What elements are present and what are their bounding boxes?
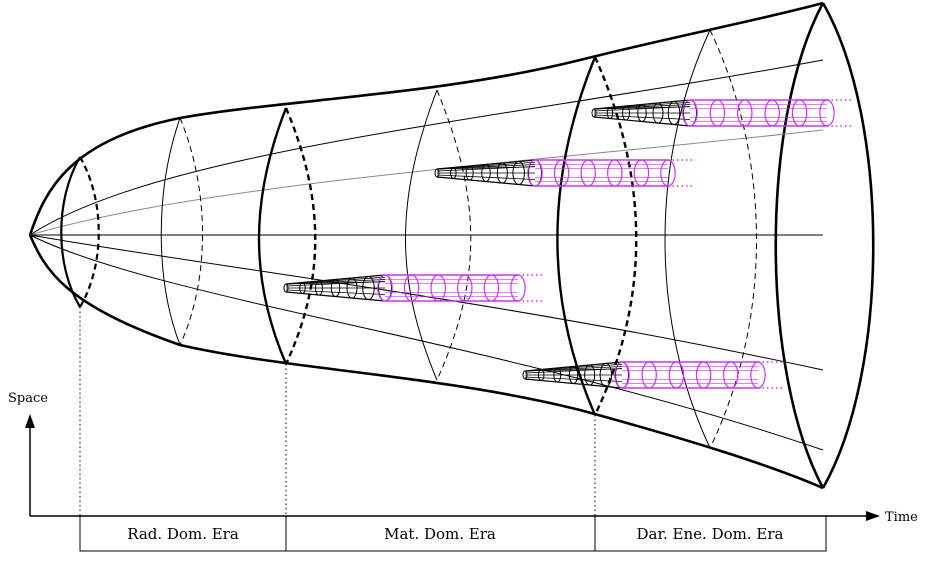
slice-3 <box>257 107 317 365</box>
slice-4-back <box>436 89 472 381</box>
tube-cylinder-ring <box>607 159 623 187</box>
era-label-dark-energy: Dar. Ene. Dom. Era <box>637 525 784 543</box>
tube-2 <box>434 159 694 187</box>
world-line-1 <box>29 59 824 236</box>
tube-cylinder-ring <box>682 99 698 127</box>
tube-cylinder-ring <box>377 274 393 302</box>
slice-6-front <box>664 29 711 449</box>
tube-cone-ring <box>622 105 630 121</box>
tube-cylinder-ring <box>737 99 753 127</box>
era-table-frame <box>79 515 827 552</box>
tube-cone-ring <box>465 165 474 181</box>
slice-1 <box>60 156 100 308</box>
era-label-radiation: Rad. Dom. Era <box>127 525 239 543</box>
y-axis-label: Space <box>8 391 48 406</box>
funnel-outline <box>28 1 875 490</box>
slice-2-back <box>179 117 203 346</box>
slice-3-front <box>257 107 288 365</box>
tube-cone-ring <box>591 108 597 118</box>
x-axis-arrowhead <box>866 511 880 521</box>
tube-cone-ring <box>315 280 323 296</box>
tube-cylinder-ring <box>430 274 446 302</box>
tube-cylinder-ring <box>709 99 726 127</box>
slice-6-back <box>709 29 757 449</box>
tube-cone-ring <box>584 364 596 386</box>
tube-cone-ring <box>553 367 562 383</box>
tube-cone-ring <box>652 102 664 124</box>
slice-6 <box>664 29 757 449</box>
funnel-end-cap-front <box>774 2 825 489</box>
y-axis-arrowhead <box>25 414 35 428</box>
tube-cone-ring <box>606 107 614 119</box>
era-table <box>79 515 827 552</box>
slice-5-front <box>556 56 597 416</box>
tube-cone-line <box>436 174 536 180</box>
tube-cylinder-ring <box>527 159 543 187</box>
tube-cylinder-ring <box>580 159 596 187</box>
tube-cylinder-ring <box>723 361 739 389</box>
tube-cylinder-ring <box>457 274 473 302</box>
tube-cylinder-ring <box>633 159 650 187</box>
slice-1-back <box>79 156 100 308</box>
tube-cone-ring <box>346 277 358 299</box>
tube-cone-line <box>524 376 623 382</box>
world-line-4 <box>29 234 824 371</box>
axes <box>25 414 880 521</box>
tube-cylinder-ring <box>668 361 685 389</box>
tube-cone-ring <box>667 101 681 125</box>
tube-cone-ring <box>299 282 306 294</box>
tube-cylinder-ring <box>791 99 808 127</box>
era-boundary-guides <box>79 307 596 516</box>
tube-1 <box>591 99 853 127</box>
funnel-bottom-edge <box>28 234 824 490</box>
tube-3 <box>283 274 544 302</box>
tube-cone-ring <box>434 168 440 178</box>
tube-cone-ring <box>522 370 528 380</box>
tube-cone-ring <box>496 162 508 184</box>
tube-cone-line <box>593 114 691 120</box>
tube-cone-ring <box>537 369 545 381</box>
slice-2 <box>160 117 203 346</box>
tube-cone-ring <box>599 363 613 387</box>
tubes-layer <box>283 99 853 389</box>
world-line-2 <box>29 129 824 236</box>
tube-cylinder-ring <box>553 159 570 187</box>
slice-4 <box>405 89 472 381</box>
tube-cylinder-ring <box>614 361 630 389</box>
x-axis-label: Time <box>885 510 918 525</box>
tube-cylinder-ring <box>764 99 780 127</box>
tube-cone-ring <box>362 276 375 300</box>
tube-cylinder-ring <box>695 361 712 389</box>
tube-cone-ring <box>568 366 579 384</box>
tube-cylinder-ring <box>510 274 526 302</box>
slice-4-front <box>405 89 438 381</box>
tube-cone-line <box>285 281 386 287</box>
slice-2-front <box>160 117 181 346</box>
tube-cone-line <box>593 106 691 112</box>
tube-4 <box>522 361 784 389</box>
tube-cylinder-ring <box>403 274 420 302</box>
world-lines <box>29 59 824 451</box>
slice-1-front <box>60 156 81 308</box>
tube-cone-ring <box>481 164 491 182</box>
tube-cone-ring <box>450 167 457 179</box>
tube-cylinder-ring <box>819 99 835 127</box>
era-label-matter: Mat. Dom. Era <box>384 525 496 543</box>
tube-cylinder-ring <box>641 361 657 389</box>
world-line-5 <box>29 234 824 451</box>
tube-cylinder-ring <box>483 274 500 302</box>
tube-cone-ring <box>283 283 289 293</box>
tube-cone-line <box>436 166 536 172</box>
funnel-end-cap-back <box>821 2 875 489</box>
tube-cone-line <box>524 368 623 374</box>
tube-cone-ring <box>330 279 341 297</box>
tube-cylinder-ring <box>750 361 766 389</box>
slice-3-back <box>284 107 317 365</box>
tube-cone-ring <box>637 104 647 122</box>
tube-cone-ring <box>512 161 525 185</box>
tube-cone-line <box>285 289 386 295</box>
